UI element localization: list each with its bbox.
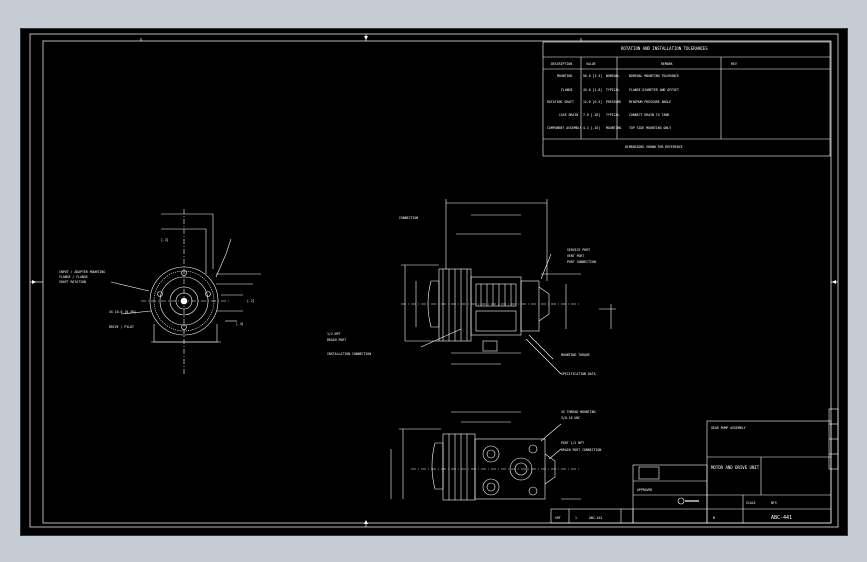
left-callout-0: INPUT / ADAPTER MOUNTING — [59, 270, 105, 274]
row-2-c2: 12.0 [0.5] — [583, 100, 602, 104]
center-callout-0: CONNECTION — [399, 216, 418, 220]
left-callout-2: SHAFT ROTATION — [59, 280, 86, 284]
center-callout-2: VENT PORT — [567, 254, 584, 258]
row-4-c4: TOP SIDE MOUNTING ONLY — [629, 126, 671, 130]
row-3-c1: CASE DRAIN — [559, 113, 578, 117]
left-callout-7: [.4] — [236, 322, 244, 326]
row-1-c4: FLANGE DIAMETER AND OFFSET — [629, 88, 679, 92]
row-4-c1: COMPONENT ASSEMBLY — [547, 126, 582, 130]
drawing-svg: ROTATION AND INSTALLATION TOLERANCES DES… — [29, 33, 839, 528]
row-2-c3: PRESSURE — [606, 100, 621, 104]
outer-border — [29, 33, 839, 528]
title-scale: NTS — [771, 501, 777, 505]
col-description: DESCRIPTION — [551, 62, 572, 66]
drawing-canvas[interactable]: ROTATION AND INSTALLATION TOLERANCES DES… — [20, 28, 848, 536]
border-markers — [32, 36, 836, 524]
center-callout-6: INSTALLATION CONNECTION — [327, 352, 371, 356]
row-0-c1: MOUNTING — [557, 74, 572, 78]
row-3-c2: 7.0 [.28] — [583, 113, 600, 117]
end-view — [110, 209, 261, 374]
row-1-c2: 45.0 [1.8] — [583, 88, 602, 92]
title-drawing-no: ABC-441 — [771, 515, 792, 521]
center-callout-7: MOUNTING TORQUE — [561, 353, 590, 357]
center-callout-1: SERVICE PORT — [567, 248, 590, 252]
row-0-c4: NOMINAL MOUNTING TOLERANCE — [629, 74, 679, 78]
col-value: VALUE — [586, 62, 596, 66]
lower-callout-3: DRAIN PORT CONNECTION — [561, 448, 601, 452]
title-size: B — [713, 516, 715, 520]
title-company: GEAR PUMP ASSEMBLY — [711, 426, 746, 430]
row-1-c3: TYPICAL — [606, 88, 620, 92]
side-view — [401, 199, 616, 375]
left-callout-5: [.3] — [161, 238, 169, 242]
revision-table-header: ROTATION AND INSTALLATION TOLERANCES — [621, 46, 708, 51]
revision-note: DIMENSIONS SHOWN FOR REFERENCE — [625, 145, 683, 149]
row-1-c1: FLANGE — [561, 88, 573, 92]
left-callout-6: [.2] — [247, 299, 255, 303]
title-approval: APPROVED — [637, 488, 652, 492]
center-callout-3: PORT CONNECTION — [567, 260, 596, 264]
center-callout-4: 1/2 NPT — [327, 332, 341, 336]
title-scale-label: SCALE — [746, 501, 756, 505]
title-main: MOTOR AND DRIVE UNIT — [711, 465, 760, 470]
company-logo — [638, 466, 660, 480]
left-callout-4: DRIVE / PILOT — [109, 325, 134, 329]
col-remark: REMARK — [661, 62, 673, 66]
row-3-c4: CONNECT DRAIN TO TANK — [629, 113, 669, 117]
revision-table: ROTATION AND INSTALLATION TOLERANCES DES… — [542, 41, 831, 157]
title-block: GEAR PUMP ASSEMBLY MOTOR AND DRIVE UNIT … — [550, 408, 839, 524]
left-callout-3: 4X 10.0 [0.39] — [109, 310, 136, 314]
row-0-c2: 90.0 [3.5] — [583, 74, 602, 78]
row-4-c3: MOUNTING — [606, 126, 621, 130]
row-0-c3: NOMINAL — [606, 74, 620, 78]
lower-callout-0: 4X THREAD MOUNTING — [561, 410, 596, 414]
lower-callout-1: 3/8-16 UNC — [561, 416, 580, 420]
row-2-c1: ROTATING SHAFT — [547, 100, 574, 104]
title-sheet-no: 1 — [575, 516, 577, 520]
title-doc-no: ABC-441 — [589, 516, 603, 520]
top-view — [390, 411, 581, 501]
title-sheet-label: SHT — [555, 516, 561, 520]
row-2-c4: MINIMUM PRESSURE ANGLE — [629, 100, 671, 104]
row-4-c2: 4.1 [.16] — [583, 126, 600, 130]
lower-callout-2: PORT 1/2 NPT — [561, 441, 584, 445]
center-callout-5: DRAIN PORT — [327, 338, 346, 342]
row-3-c3: TYPICAL — [606, 113, 620, 117]
inner-border — [42, 40, 832, 524]
center-callout-8: SPECIFICATION DATA — [561, 372, 596, 376]
left-callout-1: FLANGE / FLANGE — [59, 275, 88, 279]
col-rev: REV — [731, 62, 737, 66]
